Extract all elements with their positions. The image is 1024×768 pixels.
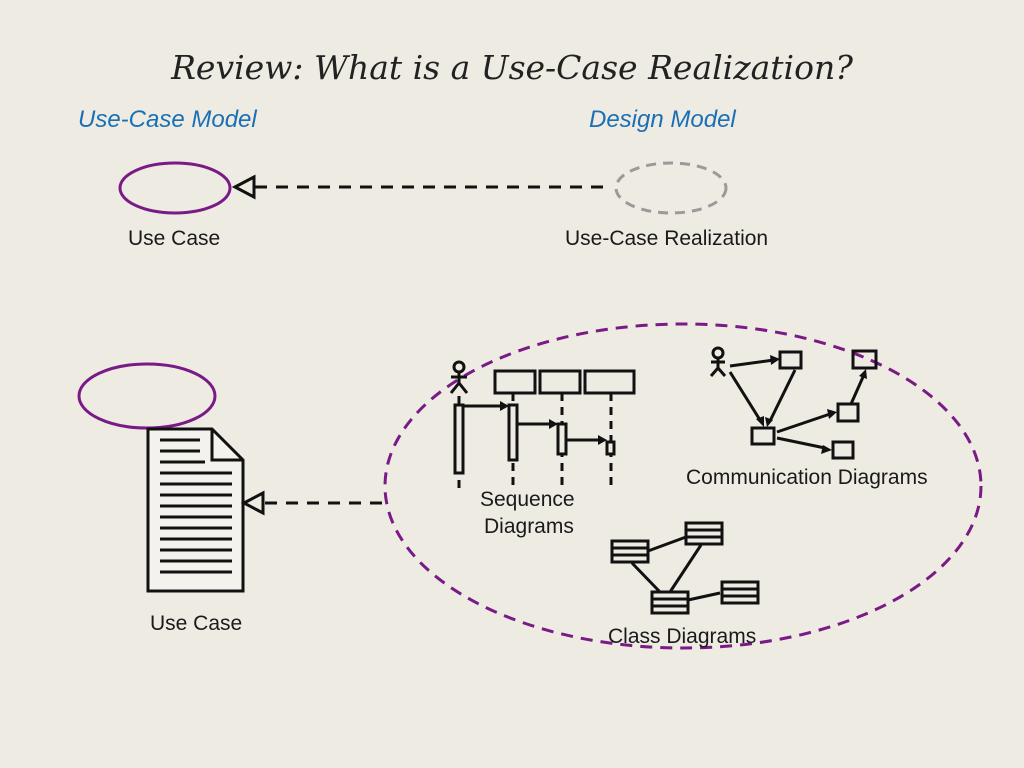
design-model-label: Design Model bbox=[589, 106, 736, 133]
realization-arrowhead-top bbox=[231, 174, 256, 200]
slide-title: Review: What is a Use-Case Realization? bbox=[171, 48, 853, 87]
use-case-model-label: Use-Case Model bbox=[78, 106, 257, 133]
use-case-realization-label: Use-Case Realization bbox=[565, 227, 769, 250]
use-case-ellipse-bottom bbox=[77, 362, 217, 430]
sequence-diagrams-label-line1: Sequence bbox=[480, 488, 575, 511]
sequence-diagram-icon bbox=[449, 360, 636, 490]
realization-arrowhead-bottom bbox=[240, 490, 265, 516]
communication-arrowheads bbox=[756, 355, 867, 454]
use-case-document-icon bbox=[146, 427, 245, 593]
use-case-ellipse-top bbox=[118, 161, 232, 215]
sequence-diagrams-label-line2: Diagrams bbox=[484, 515, 574, 538]
use-case-label-bottom: Use Case bbox=[150, 612, 243, 635]
class-diagrams-label: Class Diagrams bbox=[608, 625, 757, 648]
use-case-label-top: Use Case bbox=[128, 227, 221, 250]
class-diagram-icon bbox=[610, 521, 760, 615]
sequence-arrowheads bbox=[500, 401, 607, 445]
communication-diagram-icon bbox=[709, 346, 878, 460]
communication-diagrams-label: Communication Diagrams bbox=[686, 466, 928, 489]
use-case-realization-group-ellipse bbox=[383, 322, 983, 650]
use-case-realization-ellipse bbox=[614, 161, 728, 215]
